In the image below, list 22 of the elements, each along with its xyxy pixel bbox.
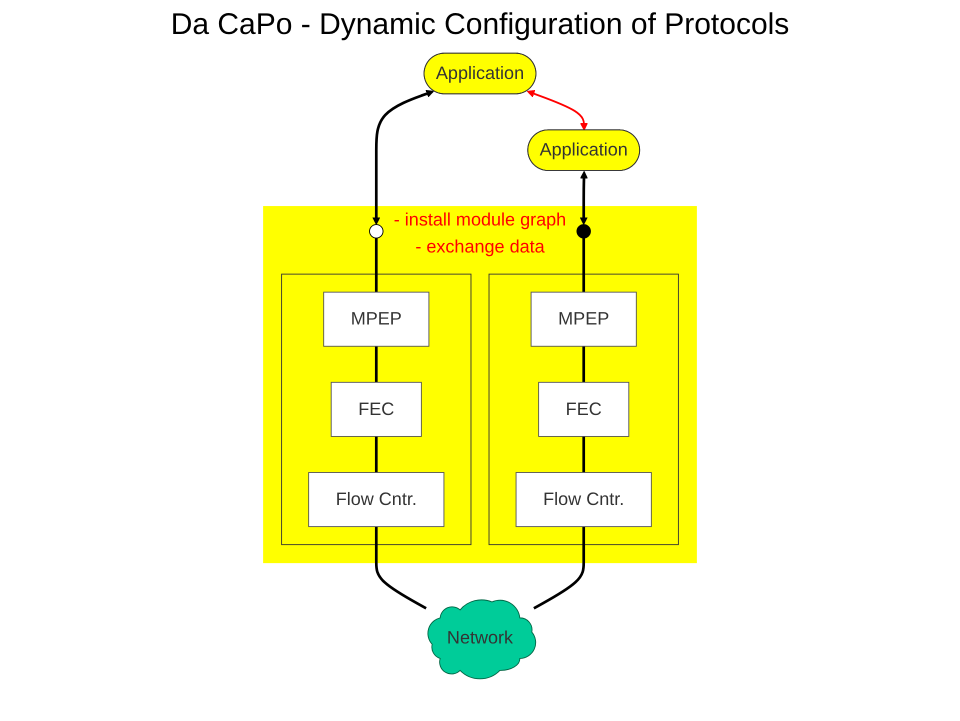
connector — [374, 526, 427, 610]
node-box: MPEP — [323, 292, 430, 347]
node-circle — [576, 224, 591, 238]
cluster — [281, 274, 472, 546]
connector — [374, 238, 378, 292]
arrow — [372, 90, 434, 225]
connector — [374, 436, 378, 472]
node-circle — [369, 224, 384, 238]
arrow — [580, 170, 588, 225]
node-box: Flow Cntr. — [516, 472, 652, 528]
diagram-title: Da CaPo - Dynamic Configuration of Protocols — [170, 8, 790, 42]
connector — [582, 346, 586, 382]
connector — [582, 436, 586, 472]
connector — [582, 238, 586, 292]
cluster — [488, 274, 679, 546]
connector — [533, 526, 586, 610]
connector — [374, 346, 378, 382]
arrow — [526, 90, 588, 131]
node-box: FEC — [330, 382, 422, 437]
node-box: MPEP — [530, 292, 637, 347]
node-box: Flow Cntr. — [308, 472, 444, 528]
node-box: FEC — [538, 382, 630, 437]
